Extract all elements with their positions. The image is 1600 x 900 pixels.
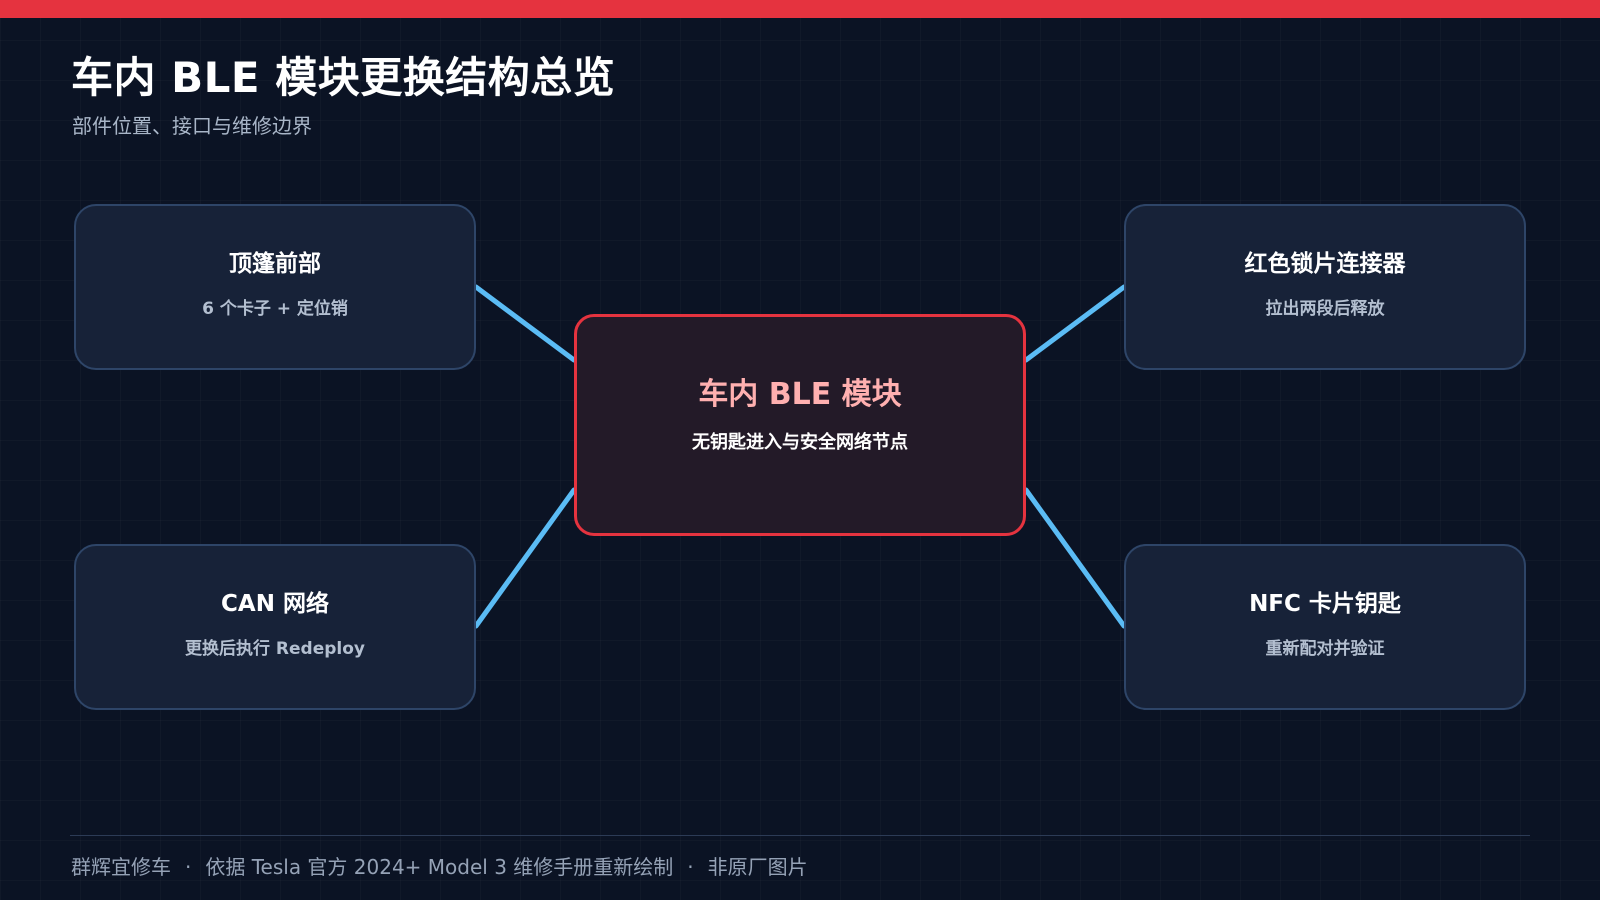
node-ble-module-center: 车内 BLE 模块 无钥匙进入与安全网络节点 bbox=[574, 314, 1026, 536]
node-subtitle: 拉出两段后释放 bbox=[1265, 299, 1385, 319]
footer-separator: · bbox=[185, 855, 192, 879]
center-node-title: 车内 BLE 模块 bbox=[698, 377, 902, 412]
node-subtitle: 6 个卡子 + 定位销 bbox=[202, 299, 348, 319]
footer-note: 非原厂图片 bbox=[707, 855, 808, 879]
node-subtitle: 重新配对并验证 bbox=[1265, 639, 1385, 659]
node-title: 顶篷前部 bbox=[229, 251, 321, 277]
node-title: CAN 网络 bbox=[221, 591, 329, 617]
node-title: 红色锁片连接器 bbox=[1244, 251, 1406, 277]
page-subtitle: 部件位置、接口与维修边界 bbox=[72, 114, 312, 138]
footer: 群辉宜修车 · 依据 Tesla 官方 2024+ Model 3 维修手册重新绘制… bbox=[71, 851, 808, 880]
top-accent-bar bbox=[0, 0, 1600, 18]
footer-divider bbox=[70, 835, 1530, 836]
footer-separator: · bbox=[687, 855, 694, 879]
node-nfc-key-card: NFC 卡片钥匙 重新配对并验证 bbox=[1124, 544, 1526, 710]
footer-source: 依据 Tesla 官方 2024+ Model 3 维修手册重新绘制 bbox=[205, 855, 674, 879]
footer-brand: 群辉宜修车 bbox=[71, 855, 171, 879]
center-node-subtitle: 无钥匙进入与安全网络节点 bbox=[692, 432, 908, 453]
node-subtitle: 更换后执行 Redeploy bbox=[185, 639, 365, 659]
node-title: NFC 卡片钥匙 bbox=[1249, 591, 1401, 617]
node-red-lock-connector: 红色锁片连接器 拉出两段后释放 bbox=[1124, 204, 1526, 370]
page-title: 车内 BLE 模块更换结构总览 bbox=[71, 53, 616, 102]
connector-top-right bbox=[1023, 284, 1127, 363]
connector-bottom-right bbox=[1023, 487, 1127, 629]
connector-bottom-left bbox=[473, 487, 577, 629]
node-can-network: CAN 网络 更换后执行 Redeploy bbox=[74, 544, 476, 710]
connector-top-left bbox=[473, 284, 577, 363]
node-roof-front: 顶篷前部 6 个卡子 + 定位销 bbox=[74, 204, 476, 370]
